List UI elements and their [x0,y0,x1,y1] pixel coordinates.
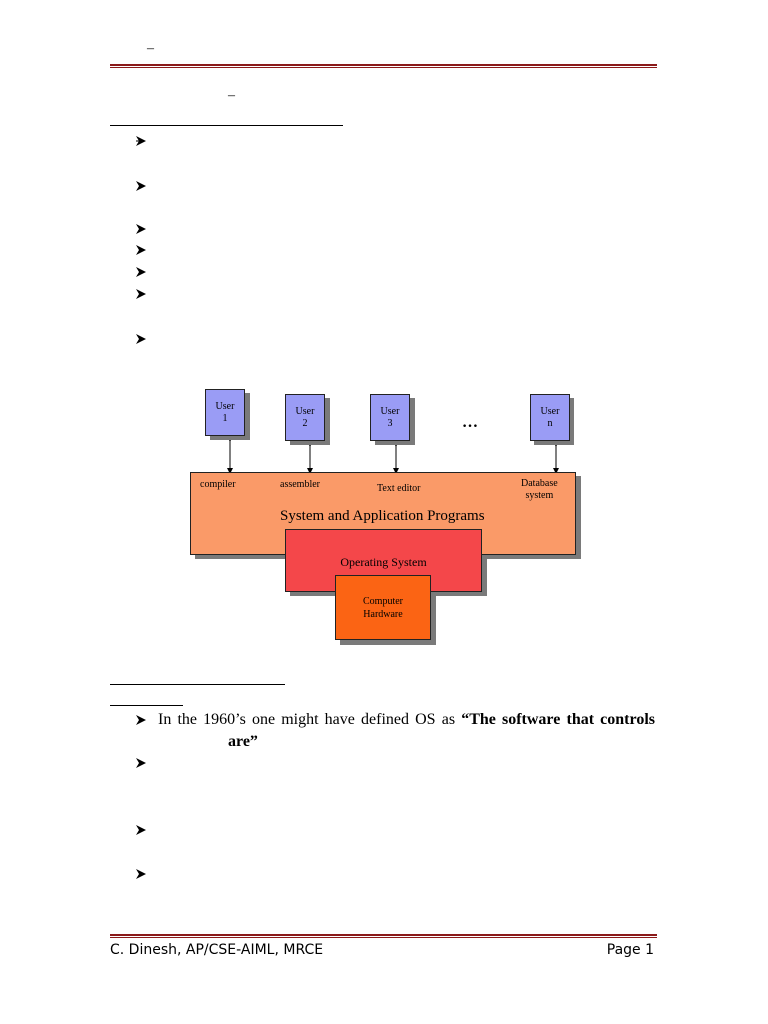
footer-rule-bottom [110,937,657,938]
user-label: User [295,405,315,417]
bullet-arrow-icon [136,334,146,344]
section2-title-underline [110,684,285,685]
assembler-label: assembler [280,479,320,490]
section-title-underline [110,125,343,126]
compiler-label: compiler [200,479,236,490]
user-number: 3 [387,417,393,429]
operating-system-label: Operating System [340,555,427,569]
os-definition-lead: In the 1960’s one might have defined OS … [158,711,462,728]
programs-title: System and Application Programs [280,508,485,524]
user-label: User [380,405,400,417]
section2-subtitle-underline [110,705,183,706]
bullet-arrow-icon [136,289,146,299]
header-rule-top [110,64,657,66]
user-number: n [547,417,553,429]
os-definition-line2: are” [228,731,258,753]
bullet-arrow-icon [136,267,146,277]
user-box-2: User 2 [285,394,325,441]
user-label: User [215,400,235,412]
user-label: User [540,405,560,417]
user-number: 1 [222,412,228,424]
computer-hardware-box: Computer Hardware [335,575,431,640]
database-system-label: Database system [521,478,558,502]
bullet-arrow-icon [136,758,146,768]
database-label-line1: Database [521,478,558,489]
footer-author: C. Dinesh, AP/CSE-AIML, MRCE [110,942,324,958]
bullet-arrow-icon [136,224,146,234]
header-dash: – [147,41,154,56]
bullet-arrow-icon [136,245,146,255]
users-ellipsis: … [462,414,478,431]
user-box-3: User 3 [370,394,410,441]
bullet-arrow-icon [136,825,146,835]
footer-rule-top [110,934,657,936]
bullet-arrow-icon [136,869,146,879]
bullet-arrow-icon [136,181,146,191]
os-definition-paragraph: In the 1960’s one might have defined OS … [158,709,655,731]
text-editor-label: Text editor [377,483,421,494]
database-label-line2: system [525,490,554,501]
section-title-dash: – [228,88,235,103]
os-definition-quote: “The software that controls [461,711,655,728]
header-rule-bottom [110,67,657,68]
os-definition-quote-end: are” [228,733,258,750]
bullet-arrow-icon [136,715,146,725]
bullet-arrow-icon [136,136,146,146]
user-box-n: User n [530,394,570,441]
page-number: Page 1 [606,942,654,958]
user-number: 2 [302,417,308,429]
user-box-1: User 1 [205,389,245,436]
hardware-label-line2: Hardware [363,608,403,620]
operating-system-box: Operating System [285,529,482,592]
hardware-label-line1: Computer [363,595,403,607]
